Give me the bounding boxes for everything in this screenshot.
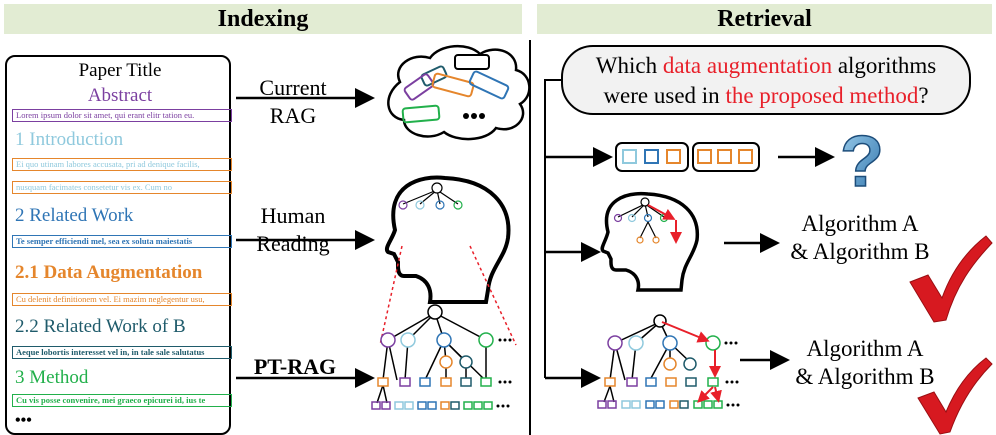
head-icon-retrieval	[600, 191, 700, 292]
related-work-text: Te semper efficiendi mel, sea ex soluta …	[12, 235, 232, 248]
checkmark-icon-1	[909, 235, 993, 323]
paper-ellipsis: •••	[15, 412, 32, 429]
abstract-text: Lorem ipsum dolor sit amet, qui erant el…	[12, 109, 232, 122]
answer-pt-rag: Algorithm A& Algorithm B	[795, 336, 935, 389]
head-icon-indexing	[384, 175, 511, 304]
retrieval-header: Retrieval	[537, 4, 992, 34]
tree-in-head-indexing	[398, 182, 463, 210]
pt-rag-tree	[371, 304, 512, 410]
indexing-header: Indexing	[4, 4, 522, 34]
method-heading: 3 Method	[15, 367, 89, 388]
section-divider	[529, 40, 531, 435]
svg-text:?: ?	[840, 122, 884, 202]
question-bubble: Which data augmentation algorithms were …	[561, 45, 971, 115]
paper-document: Paper Title Abstract Lorem ipsum dolor s…	[5, 55, 232, 435]
question-text: Which data augmentation algorithms were …	[595, 53, 937, 108]
method-text: Cu vis posse convenire, mei graeco epicu…	[12, 394, 232, 407]
data-augmentation-text: Cu delenit definitionem vel. Ei mazim ne…	[12, 293, 232, 306]
introduction-text-1: Ei quo utinam labores accusata, pri ad d…	[12, 158, 232, 171]
introduction-text-2: nusquam facimates consetetur vis ex. Cum…	[12, 181, 232, 194]
pt-rag-tree-retrieval	[597, 314, 740, 409]
related-work-b-text: Aeque lobortis interesset vel in, in tal…	[12, 346, 232, 359]
introduction-heading: 1 Introduction	[15, 129, 124, 150]
answer-human: Algorithm A& Algorithm B	[790, 211, 930, 264]
related-work-heading: 2 Related Work	[15, 205, 134, 226]
data-augmentation-heading: 2.1 Data Augmentation	[15, 262, 203, 283]
pt-rag-label: PT-RAG	[253, 354, 337, 379]
related-work-b-heading: 2.2 Related Work of B	[15, 316, 186, 337]
paper-title: Paper Title	[78, 60, 162, 81]
retrieved-chunks	[615, 142, 760, 172]
cloud-icon	[387, 45, 531, 141]
checkmark-icon-2	[917, 357, 993, 435]
question-mark-icon: ?	[839, 121, 884, 203]
abstract-heading: Abstract	[87, 85, 153, 106]
